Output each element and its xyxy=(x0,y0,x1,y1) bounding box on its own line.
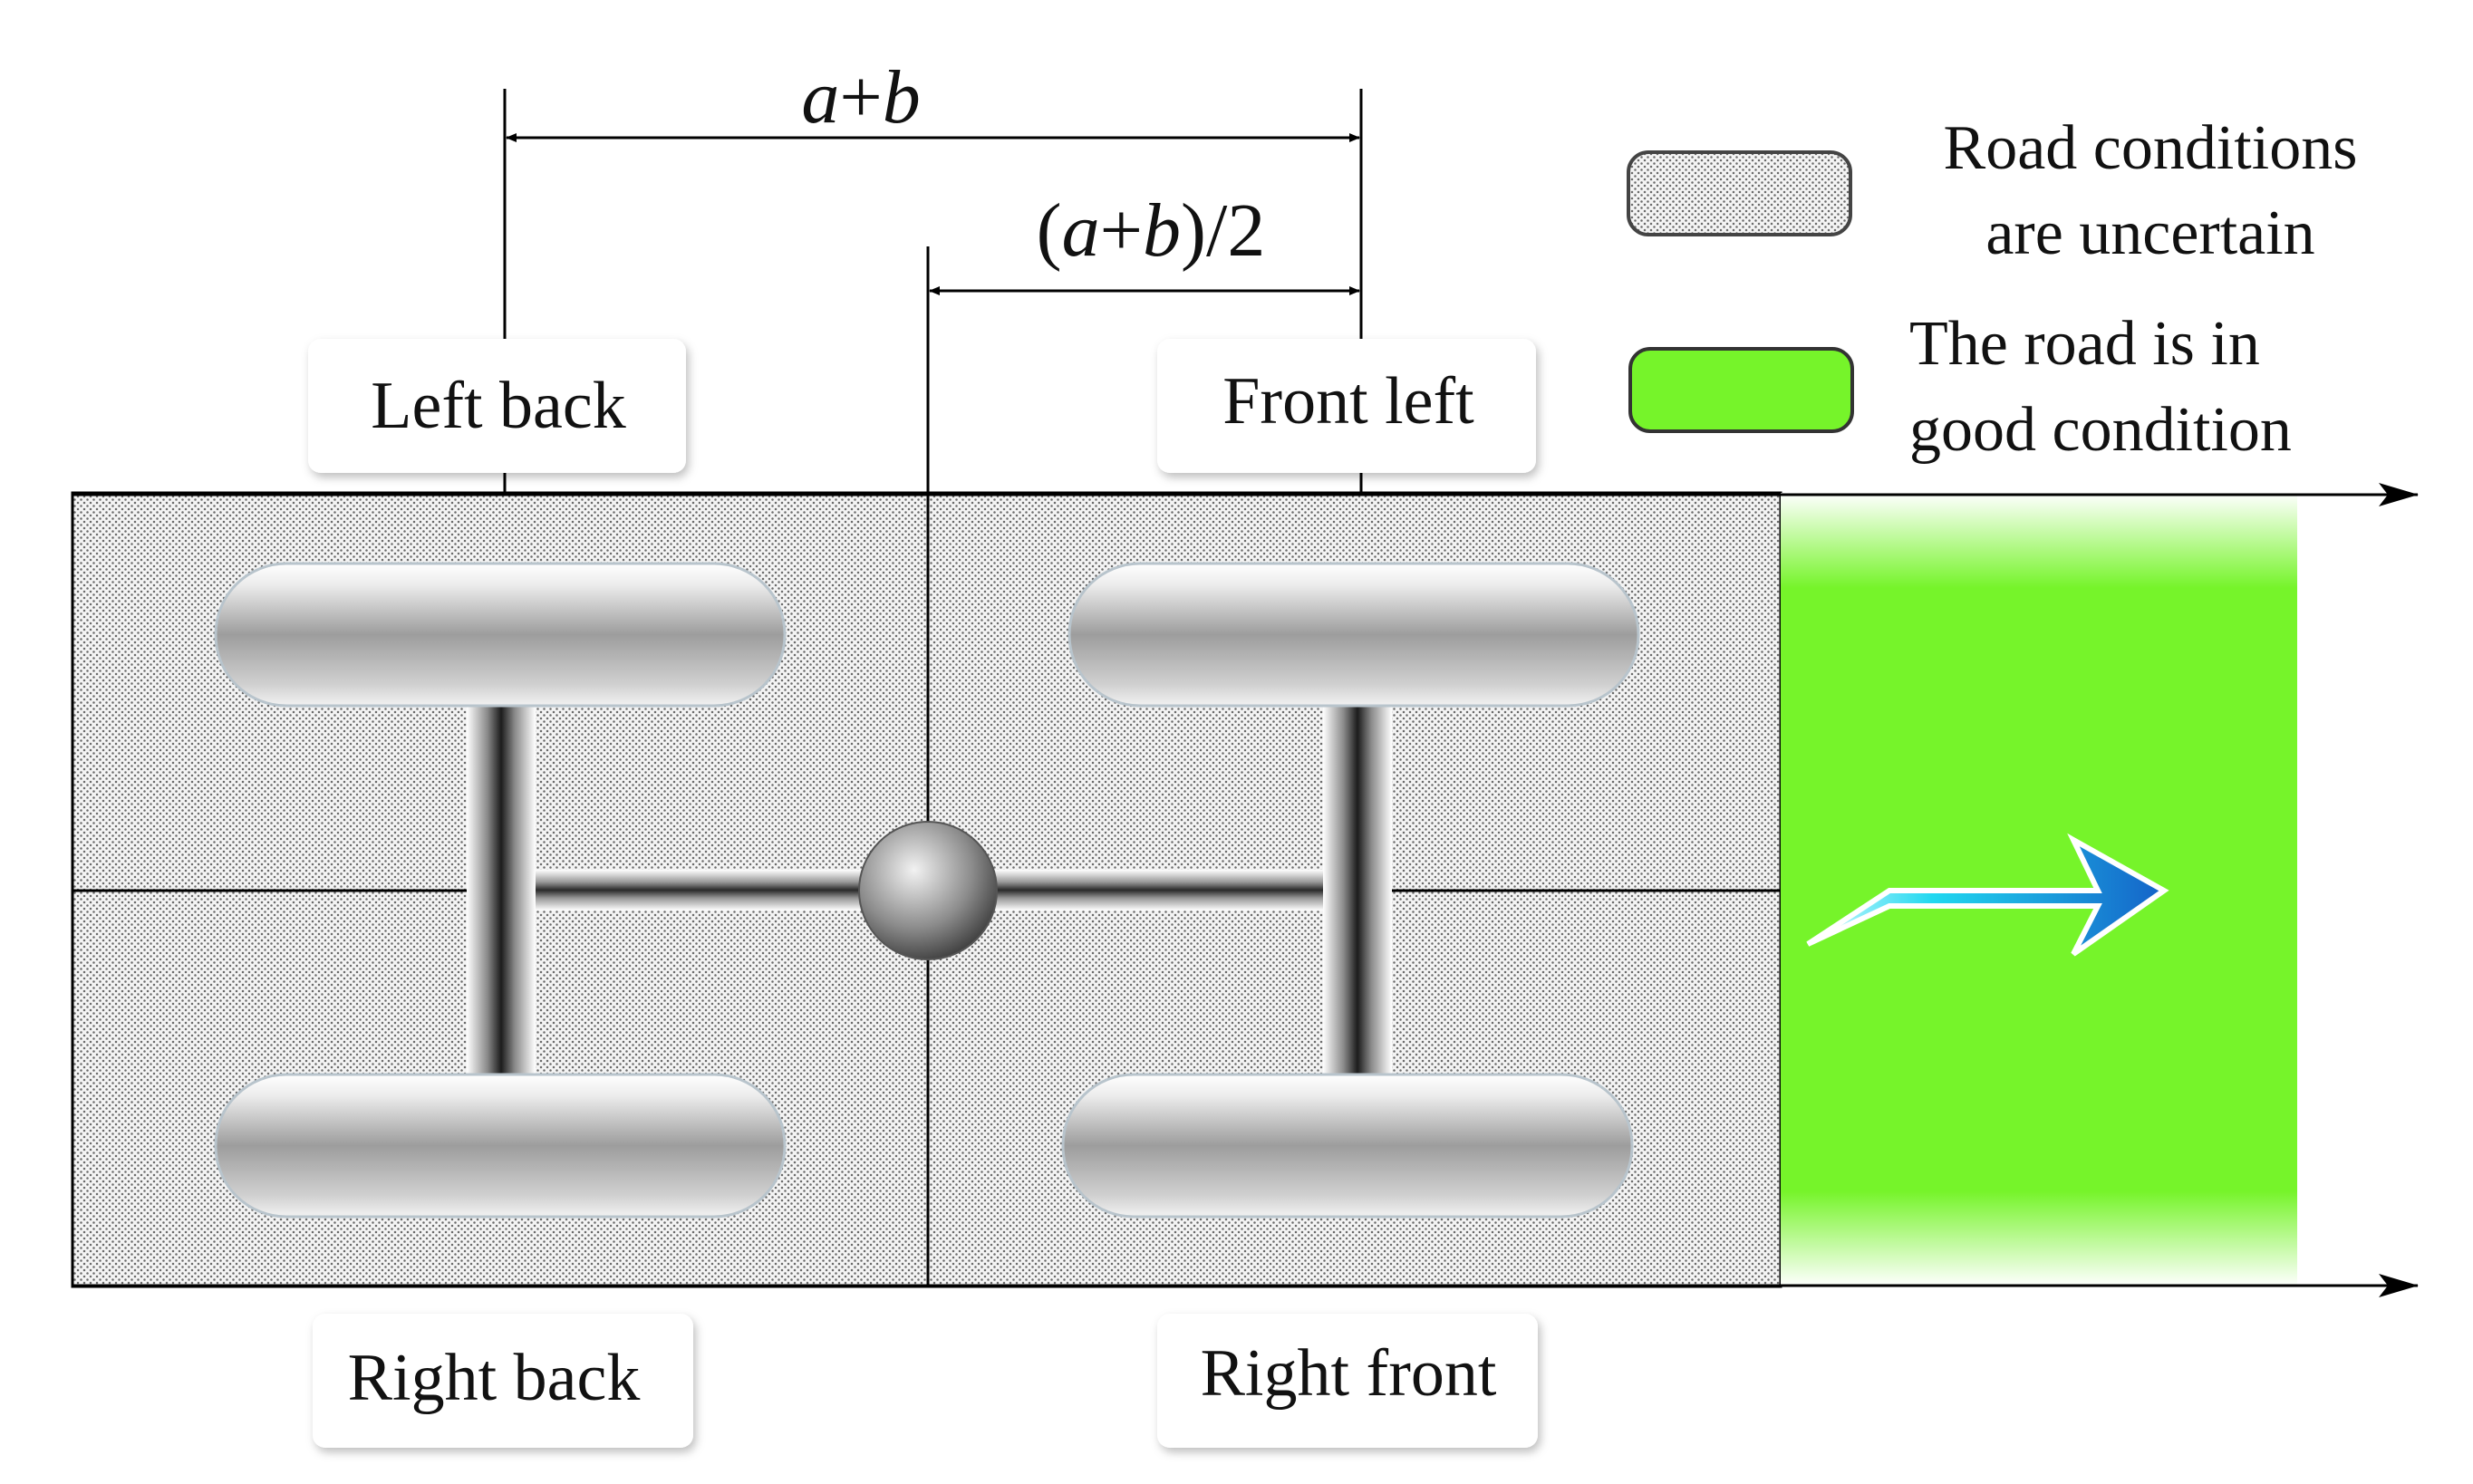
rear-axle xyxy=(467,702,536,1075)
vehicle-chassis xyxy=(467,702,1392,1075)
label-box-front-left xyxy=(1157,339,1536,473)
label-box-right-back xyxy=(313,1314,693,1448)
front-left-tire xyxy=(1067,562,1640,708)
label-right-back: Right back xyxy=(348,1341,641,1415)
wheelbase-label: a+b xyxy=(801,55,920,140)
right-front-tire xyxy=(1061,1073,1634,1219)
label-right-front: Right front xyxy=(1201,1336,1497,1411)
direction-arrow-icon xyxy=(1806,833,2169,957)
label-left-back: Left back xyxy=(371,369,625,443)
center-of-mass-ball xyxy=(858,821,998,960)
half-wheelbase-label: (a+b)/2 xyxy=(1037,188,1266,273)
front-axle xyxy=(1323,702,1392,1075)
label-box-right-front xyxy=(1157,1314,1538,1448)
right-back-tire xyxy=(214,1073,787,1219)
legend-swatch-uncertain xyxy=(1627,150,1852,236)
legend: Road conditions are uncertain The road i… xyxy=(1627,113,2358,465)
left-back-tire xyxy=(214,562,787,708)
legend-swatch-good xyxy=(1628,347,1854,433)
legend-uncertain-line1: Road conditions xyxy=(1944,113,2358,183)
label-box-left-back xyxy=(308,339,686,473)
legend-good-line2: good condition xyxy=(1909,395,2292,465)
legend-uncertain-line2: are uncertain xyxy=(1985,198,2314,268)
label-front-left: Front left xyxy=(1222,364,1474,438)
legend-good-line1: The road is in xyxy=(1909,309,2260,379)
